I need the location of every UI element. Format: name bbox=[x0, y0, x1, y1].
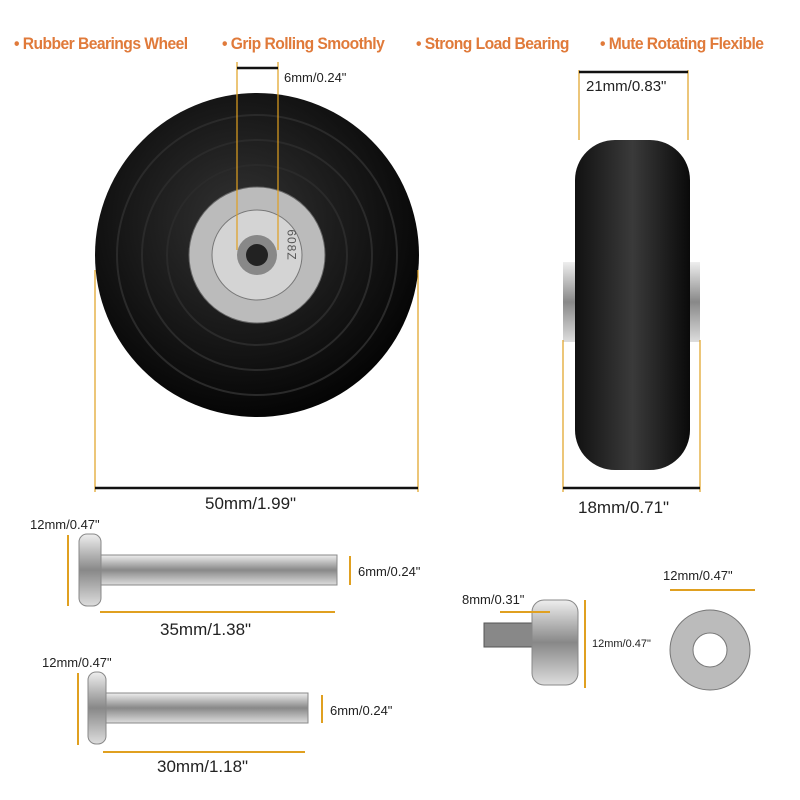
dim-wheel-width-top: 21mm/0.83" bbox=[586, 78, 667, 95]
dim-axle1-dia: 6mm/0.24" bbox=[358, 564, 421, 579]
screw bbox=[483, 599, 579, 686]
dim-axle-hole: 6mm/0.24" bbox=[284, 70, 347, 85]
axle-35mm bbox=[78, 533, 338, 607]
feature-4: • Mute Rotating Flexible bbox=[600, 34, 764, 53]
dim-washer: 12mm/0.47" bbox=[663, 568, 733, 583]
dim-axle2-dia: 6mm/0.24" bbox=[330, 703, 393, 718]
bearing-marking: 608Z bbox=[284, 229, 299, 261]
axle-30mm bbox=[87, 671, 309, 745]
dim-screw-length: 8mm/0.31" bbox=[462, 592, 525, 607]
dim-axle2-length: 30mm/1.18" bbox=[157, 757, 249, 776]
wheel-front-view bbox=[95, 93, 419, 417]
dim-screw-head: 12mm/0.47" bbox=[592, 638, 651, 650]
dim-wheel-width-bottom: 18mm/0.71" bbox=[578, 498, 670, 517]
feature-1: • Rubber Bearings Wheel bbox=[14, 34, 188, 53]
dim-axle1-head: 12mm/0.47" bbox=[30, 517, 100, 532]
feature-3: • Strong Load Bearing bbox=[416, 34, 569, 53]
dim-axle1-length: 35mm/1.38" bbox=[160, 620, 252, 639]
dim-axle2-head: 12mm/0.47" bbox=[42, 655, 112, 670]
wheel-side-view bbox=[563, 140, 700, 470]
washer bbox=[669, 609, 751, 691]
feature-2: • Grip Rolling Smoothly bbox=[222, 34, 385, 53]
dim-wheel-diameter: 50mm/1.99" bbox=[205, 494, 297, 513]
